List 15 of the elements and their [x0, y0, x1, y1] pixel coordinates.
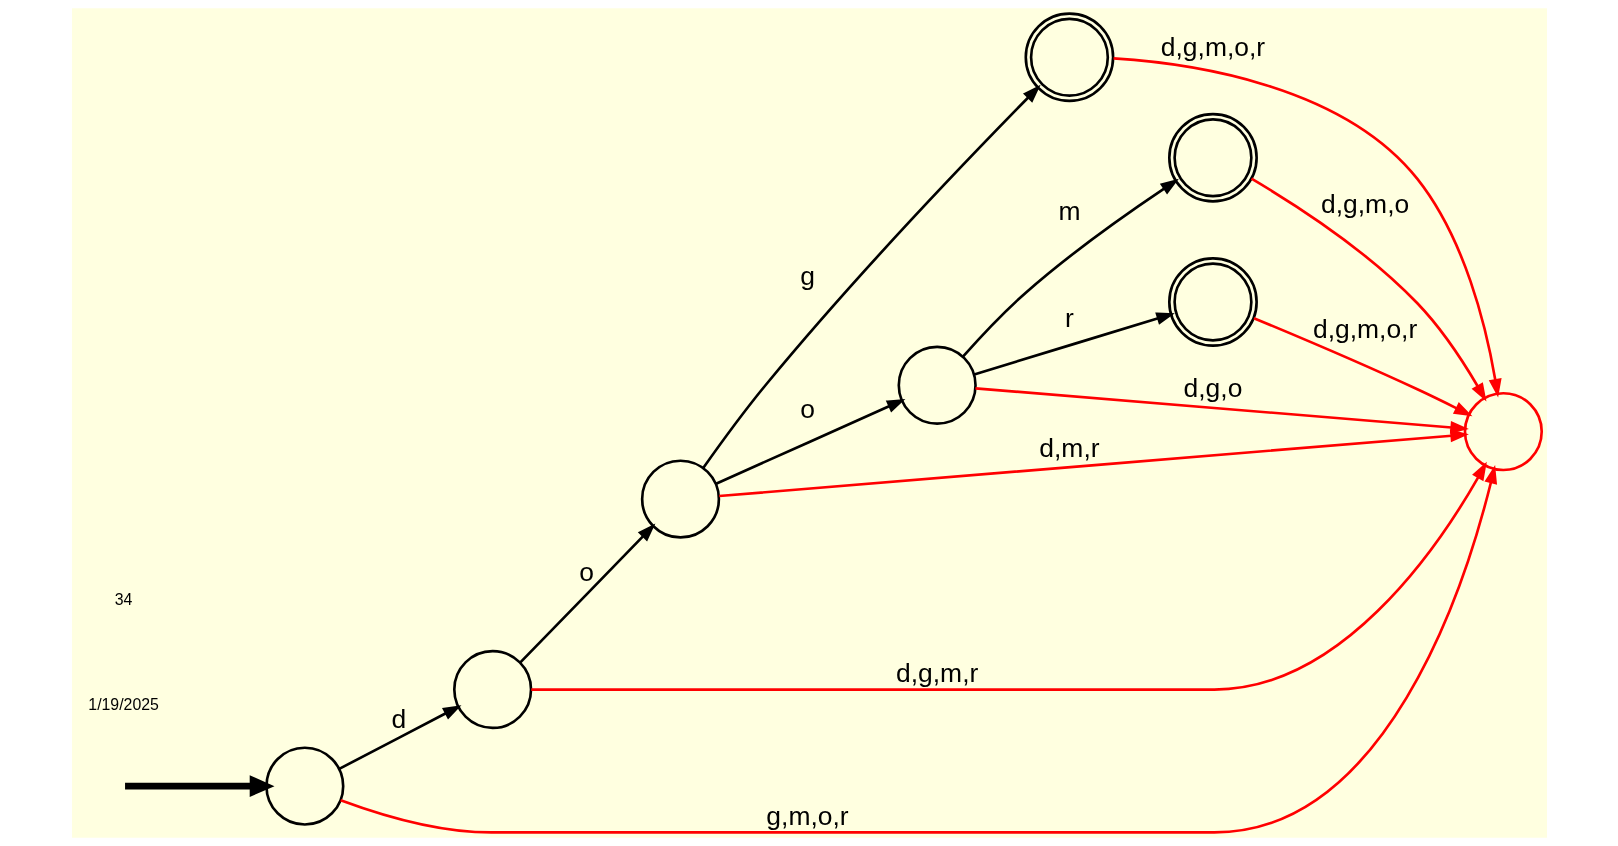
edge-label: o — [799, 394, 815, 425]
edge-label: r — [1064, 303, 1074, 334]
edge-label: g,m,o,r — [765, 800, 849, 831]
edge-label: g — [799, 260, 815, 291]
label: 1/19/2025 — [87, 695, 159, 713]
edge-label: o — [578, 557, 594, 588]
edge-label: d,g,m,o,r — [1312, 313, 1417, 344]
edge-label: d,g,o — [1183, 373, 1242, 404]
label: 34 — [114, 591, 132, 609]
edge-label: d,g,m,o,r — [1160, 31, 1265, 62]
edge-label: d,g,m,o — [1320, 189, 1409, 220]
edge-label: d,g,m,r — [895, 657, 978, 688]
edge-label: d,m,r — [1038, 432, 1100, 463]
edge-label: m — [1057, 195, 1080, 226]
edge-label: d — [390, 703, 406, 734]
